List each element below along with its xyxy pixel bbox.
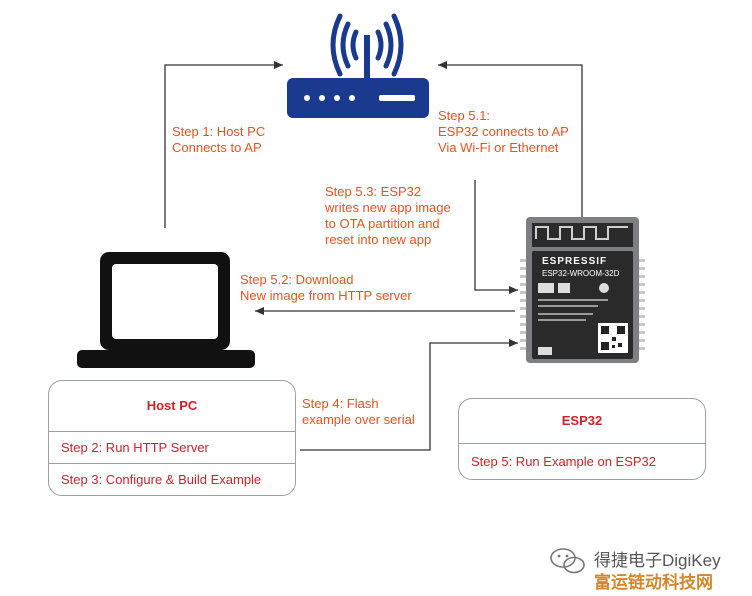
watermark-line2: 富运链动科技网: [594, 573, 713, 592]
step51-label: Step 5.1: ESP32 connects to AP Via Wi-Fi…: [438, 108, 569, 155]
watermark: 得捷电子DigiKey 富运链动科技网: [594, 550, 721, 594]
host-pc-box: Host PC Step 2: Run HTTP Server Step 3: …: [48, 380, 296, 496]
step53-label: Step 5.3: ESP32 writes new app image to …: [325, 184, 451, 247]
laptop-icon: [75, 250, 260, 375]
arrow-flash-serial: [300, 339, 518, 451]
arrow-pc-to-router: [164, 61, 283, 228]
arrow-esp32-to-router: [438, 61, 583, 218]
esp32-step5-row: Step 5: Run Example on ESP32: [459, 443, 705, 479]
host-step3-row: Step 3: Configure & Build Example: [49, 463, 295, 495]
watermark-line1: 得捷电子DigiKey: [594, 551, 721, 570]
chip-brand-label: ESPRESSIF: [542, 256, 608, 267]
step4-label: Step 4: Flash example over serial: [302, 396, 415, 427]
wifi-signal-icon: [330, 13, 404, 77]
esp32-module-icon: ESPRESSIF ESP32-WROOM-32D: [520, 215, 645, 365]
step1-label: Step 1: Host PC Connects to AP: [172, 124, 266, 155]
step52-label: Step 5.2: Download New image from HTTP s…: [240, 272, 412, 303]
router-icon: [283, 10, 433, 120]
arrow-ota-write: [474, 180, 518, 294]
host-pc-title: Host PC: [146, 398, 198, 413]
host-step2-row: Step 2: Run HTTP Server: [49, 431, 295, 463]
chip-model-label: ESP32-WROOM-32D: [542, 269, 620, 278]
wechat-icon: [548, 546, 588, 576]
esp32-box: ESP32 Step 5: Run Example on ESP32: [458, 398, 706, 480]
esp32-title: ESP32: [561, 413, 603, 428]
